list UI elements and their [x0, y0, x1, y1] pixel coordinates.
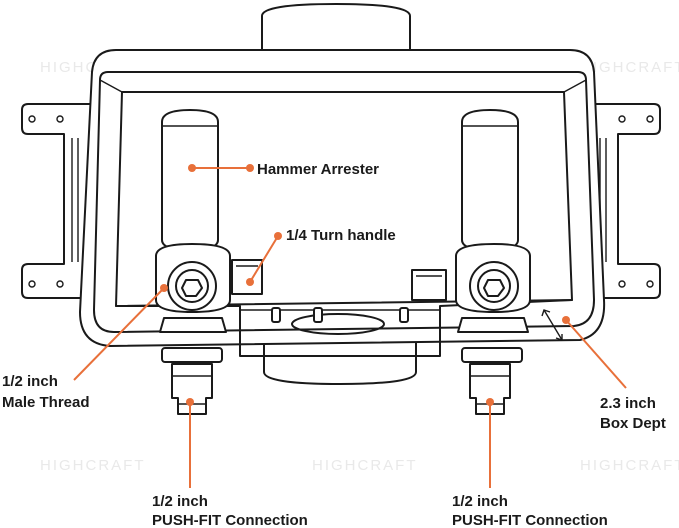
right-valve-assembly: [411, 109, 531, 415]
watermark-text: HIGHCRAFT: [580, 457, 679, 474]
watermark-text: HIGHCRAFT: [580, 59, 679, 76]
left-quarter-turn-handle: [231, 259, 263, 295]
top-pipe: [261, 3, 411, 53]
male-thread-label-line1: 1/2 inch: [2, 373, 58, 390]
box-inner-rim: [93, 71, 595, 333]
left-valve-assembly: [155, 109, 263, 415]
right-quarter-turn-handle: [411, 269, 447, 301]
mounting-studs: [271, 307, 409, 323]
right-hammer-arrester: [461, 109, 519, 251]
leader-line: [565, 319, 627, 389]
drain-opening: [291, 313, 385, 335]
male-thread-label-line2: Male Thread: [2, 394, 90, 411]
left-mounting-bracket: [21, 103, 93, 299]
box-depth-label-line2: Box Dept: [600, 415, 666, 432]
watermark-text: HIGHCRAFT: [40, 457, 146, 474]
leader-dot: [246, 164, 254, 172]
leader-dot: [160, 284, 168, 292]
watermark-text: HIGHCRAFT: [312, 457, 418, 474]
left-pushfit-fitting: [171, 363, 213, 415]
watermark-group: HIGHCRAFT HIGHCRAFT HIGHCRAFT HIGHCRAFT …: [40, 59, 679, 474]
hammer-arrester-label: Hammer Arrester: [257, 161, 379, 178]
depth-dimension-arrow: [541, 309, 563, 341]
box-depth-label-line1: 2.3 inch: [600, 395, 656, 412]
leader-lines: [73, 164, 627, 488]
left-hammer-arrester: [161, 109, 219, 251]
leader-dot: [274, 232, 282, 240]
pushfit-right-label-line1: 1/2 inch: [452, 493, 508, 510]
bottom-drain-pipe: [263, 339, 417, 385]
leader-dot: [188, 164, 196, 172]
leader-dot: [246, 278, 254, 286]
leader-line: [249, 235, 279, 283]
leader-dot: [186, 398, 194, 406]
leader-line: [73, 287, 165, 381]
leader-dot: [486, 398, 494, 406]
pushfit-left-label-line2: PUSH-FIT Connection: [152, 512, 308, 528]
pushfit-right-label-line2: PUSH-FIT Connection: [452, 512, 608, 528]
leader-dot: [562, 316, 570, 324]
pushfit-left-label-line1: 1/2 inch: [152, 493, 208, 510]
turn-handle-label: 1/4 Turn handle: [286, 227, 396, 244]
